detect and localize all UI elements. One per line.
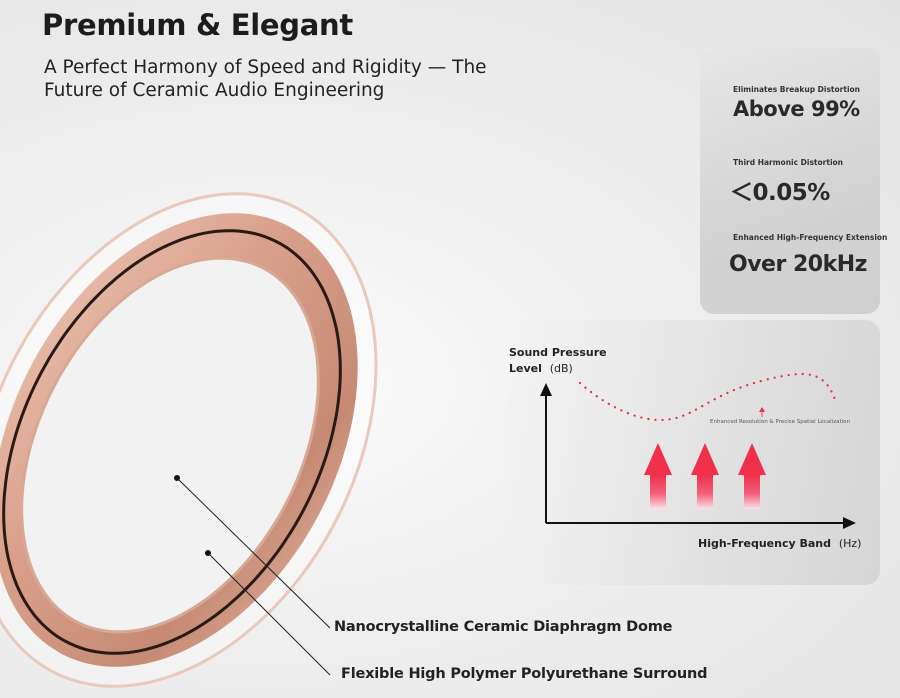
- y-axis-label-text: Level: [509, 362, 542, 375]
- page-title: Premium & Elegant: [42, 8, 353, 42]
- subtitle-line-1: A Perfect Harmony of Speed and Rigidity …: [44, 57, 487, 78]
- diaphragm-dome: [20, 256, 320, 634]
- callout-diaphragm-dome: Nanocrystalline Ceramic Diaphragm Dome: [334, 619, 673, 635]
- stat-value: Above 99%: [733, 97, 860, 121]
- boost-arrow-icon: [738, 443, 766, 509]
- x-axis-unit: (Hz): [838, 537, 862, 550]
- stat-label: Eliminates Breakup Distortion: [733, 85, 861, 94]
- stat-value: Over 20kHz: [729, 252, 867, 277]
- y-axis-label: Sound Pressure: [509, 346, 607, 359]
- y-axis-arrow-icon: [540, 383, 552, 396]
- x-axis-arrow-icon: [843, 517, 856, 529]
- callout-leader-lines: [174, 475, 331, 676]
- chart-annotation: Enhanced Resolution & Precise Spatial Lo…: [710, 419, 851, 425]
- ring-dark-groove: [2, 229, 342, 655]
- y-axis-unit: (dB): [549, 362, 573, 375]
- x-axis-label-text: High-Frequency Band: [698, 537, 831, 550]
- subtitle-line-2: Future of Ceramic Audio Engineering: [44, 80, 385, 101]
- page-subtitle: A Perfect Harmony of Speed and Rigidity …: [44, 56, 564, 102]
- callout-surround: Flexible High Polymer Polyurethane Surro…: [341, 666, 708, 682]
- frequency-response-card: Sound Pressure Level (dB) High-Frequency…: [505, 320, 880, 585]
- stats-card: Eliminates Breakup Distortion Above 99% …: [700, 48, 887, 314]
- stat-value: ＜0.05%: [730, 180, 830, 206]
- y-axis-label-line2: Level (dB): [509, 362, 573, 375]
- stat-label: Enhanced High-Frequency Extension: [733, 233, 888, 242]
- axes: [545, 392, 845, 524]
- ring: [0, 192, 378, 688]
- boost-arrow-icon: [691, 443, 719, 509]
- small-arrow-icon: [759, 407, 765, 417]
- response-curve: [578, 372, 837, 422]
- boost-arrow-icon: [644, 443, 672, 509]
- chart-graphic: [540, 372, 856, 529]
- stat-label: Third Harmonic Distortion: [733, 158, 844, 167]
- x-axis-label: High-Frequency Band (Hz): [698, 537, 861, 550]
